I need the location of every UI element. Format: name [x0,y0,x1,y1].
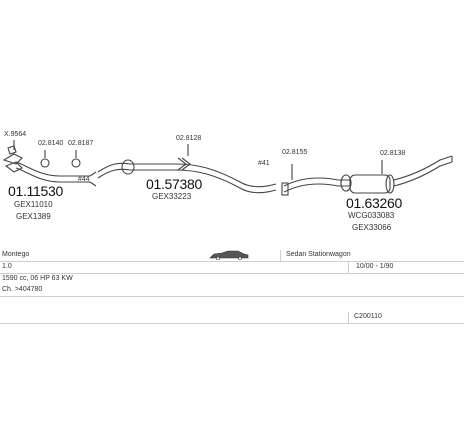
clamp-d-label: 02.8128 [176,135,202,142]
exhaust-drawing [2,140,453,196]
engine-size: 1.0 [2,263,12,270]
clamp-e-shape [281,182,289,196]
column-divider [280,250,281,261]
position-44-label: #44 [78,176,90,183]
car-silhouette-icon [208,250,250,262]
vehicle-model: Montego [2,251,30,258]
clamp-a-label: X.9564 [4,131,27,138]
resonator-shape [121,159,135,175]
table-row: C200110 [0,312,464,324]
front-pipe-ref-2: GEX1389 [16,212,51,221]
rear-silencer-ref-2: GEX33066 [352,223,392,232]
column-divider [348,262,349,273]
column-divider [348,312,349,323]
table-row: Montego Sedan Stationwagon [0,250,464,262]
vehicle-body: Sedan Stationwagon [286,251,351,258]
position-41-label: #41 [258,160,270,167]
middle-pipe-shape [97,162,277,188]
table-row: 1590 cc, 06 HP 63 KW [0,274,464,285]
manifold-flange [2,153,23,165]
clamp-b-shape [40,158,50,168]
clamp-f-label: 02.8138 [380,150,406,157]
chassis-number: Ch. >404780 [2,286,43,293]
rear-pipe-shape [283,177,350,187]
tail-pipe-shape [393,155,453,181]
front-pipe-shape [15,161,90,177]
rear-silencer-ref-1: WCG033083 [348,211,395,220]
production-period: 10/00 - 1/90 [356,263,394,270]
catalog-code: C200110 [354,313,382,320]
clamp-c-label: 02.8187 [68,140,94,147]
front-pipe-part-number: 01.11530 [8,183,63,199]
vehicle-info-table: Montego Sedan Stationwagon 1.0 10/00 - 1… [0,250,464,330]
clamp-b-label: 02.8140 [38,140,64,147]
middle-pipe-ref: GEX33223 [152,192,192,201]
clamp-e-label: 02.8155 [282,149,308,156]
clamp-d-shape [177,157,187,171]
exhaust-diagram: X.9564 02.8140 02.8187 #44 01.11530 GEX1… [2,131,453,232]
front-pipe-ref-1: GEX11010 [14,200,53,209]
clamp-c-shape [71,158,81,168]
rear-silencer-shape [349,174,391,194]
table-row: Ch. >404780 [0,285,464,297]
engine-details: 1590 cc, 06 HP 63 KW [2,275,73,282]
rear-silencer-part-number: 01.63260 [346,195,402,211]
middle-pipe-part-number: 01.57380 [146,176,202,192]
table-row: 1.0 10/00 - 1/90 [0,262,464,274]
